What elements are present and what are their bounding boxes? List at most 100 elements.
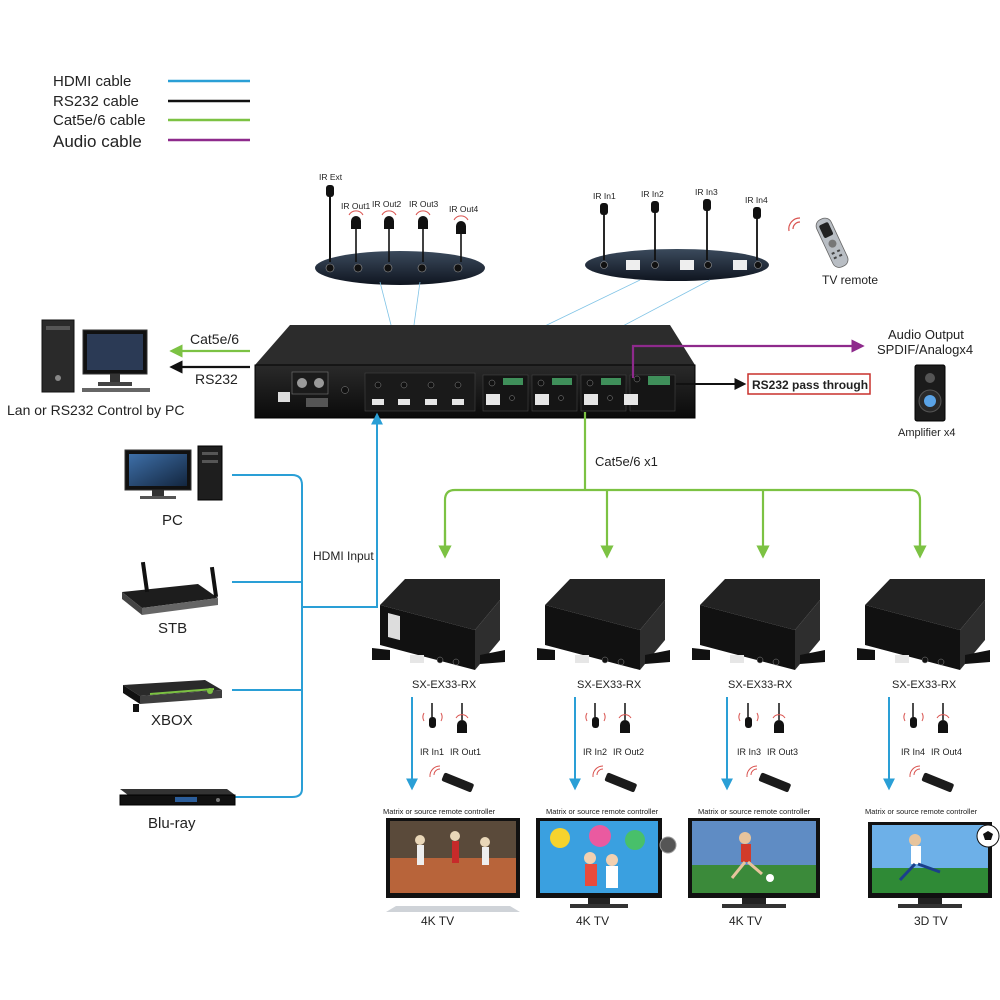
legend: HDMI cable RS232 cable Cat5e/6 cable Aud… <box>53 73 250 151</box>
audio-output-title-line2: SPDIF/Analogx4 <box>877 342 973 357</box>
ir-in4-sensor-icon <box>753 207 761 260</box>
receiver-3-ir-in-label: IR In3 <box>737 747 761 757</box>
legend-label-hdmi: HDMI cable <box>53 73 131 90</box>
receiver-4-ir-out-icon <box>936 703 950 733</box>
source-pc: PC <box>124 445 223 529</box>
receiver-1-controller-label: Matrix or source remote controller <box>383 807 496 816</box>
ir-in3-label: IR In3 <box>695 187 718 197</box>
matrix-top-face <box>255 325 695 365</box>
router-icon <box>122 561 219 615</box>
legend-label-audio: Audio cable <box>53 132 142 151</box>
bluray-player-icon <box>119 789 236 806</box>
receiver-2: SX-EX33-RX IR In2 IR Out2 Matrix or sour… <box>536 579 677 928</box>
ir-out1-emitter-icon <box>348 210 364 262</box>
hdmi-input-label: HDMI Input <box>313 549 374 563</box>
legend-label-cat: Cat5e/6 cable <box>53 112 146 129</box>
receiver-2-model: SX-EX33-RX <box>577 679 642 691</box>
xbox-console-icon <box>123 680 222 712</box>
receiver-3-controller-label: Matrix or source remote controller <box>698 807 811 816</box>
receiver-4-tv-label: 3D TV <box>914 914 948 928</box>
ir-in1-label: IR In1 <box>593 191 616 201</box>
receiver-3-ir-in-icon <box>738 703 759 728</box>
receiver-2-remote-icon <box>592 765 637 793</box>
receiver-3-ir-out-label: IR Out3 <box>767 747 798 757</box>
receiver-1-ir-in-label: IR In1 <box>420 747 444 757</box>
source-stb-label: STB <box>158 620 187 637</box>
receiver-4-model: SX-EX33-RX <box>892 679 957 691</box>
pc-rs232-label: RS232 <box>195 371 238 387</box>
receiver-2-ir-in-icon <box>585 703 606 728</box>
receiver-1-model: SX-EX33-RX <box>412 679 477 691</box>
tv-icon-4 <box>868 822 1000 908</box>
pc-control-caption: Lan or RS232 Control by PC <box>7 402 184 418</box>
legend-label-rs232: RS232 cable <box>53 93 139 110</box>
tv-remote-label: TV remote <box>822 273 878 287</box>
receiver-3-ir-out-icon <box>772 703 786 733</box>
receiver-2-ir-out-label: IR Out2 <box>613 747 644 757</box>
receiver-box-icon <box>537 579 670 670</box>
receiver-3-model: SX-EX33-RX <box>728 679 793 691</box>
ir-in-panel-ellipse <box>585 249 769 281</box>
receiver-3-remote-icon <box>746 765 791 793</box>
ir-out-panel-ellipse <box>315 251 485 285</box>
source-bluray: Blu-ray <box>119 789 236 832</box>
rs232-pass-label: RS232 pass through <box>752 378 868 392</box>
source-pc-label: PC <box>162 512 183 529</box>
receiver-3-tv-label: 4K TV <box>729 914 762 928</box>
ir-in3-sensor-icon <box>703 199 711 260</box>
tv-remote: TV remote <box>788 217 878 287</box>
source-stb: STB <box>122 561 219 637</box>
pc-control: Cat5e/6 RS232 Lan or RS232 Control by PC <box>7 319 250 418</box>
receiver-box-icon <box>372 579 505 670</box>
rs232-pass-box <box>747 373 871 395</box>
ir-in-panel: IR In1 IR In2 IR In3 IR In4 <box>585 187 769 281</box>
receiver-4: SX-EX33-RX IR In4 IR Out4 Matrix or sour… <box>857 579 1000 928</box>
ir-out2-label: IR Out2 <box>372 199 402 209</box>
audio-cable-arrow <box>631 339 865 378</box>
receiver-1-ir-out-label: IR Out1 <box>450 747 481 757</box>
receiver-4-controller-label: Matrix or source remote controller <box>865 807 978 816</box>
receiver-4-ir-in-label: IR In4 <box>901 747 925 757</box>
tv-icon-2 <box>536 818 677 908</box>
tv-icon-1 <box>386 818 520 912</box>
receiver-2-controller-label: Matrix or source remote controller <box>546 807 659 816</box>
matrix-output-blocks <box>482 374 676 412</box>
ir-ext-sensor-icon <box>326 185 334 262</box>
ir-out3-label: IR Out3 <box>409 199 439 209</box>
cat-distribution <box>438 412 927 559</box>
receiver-box-icon <box>692 579 825 670</box>
source-xbox-label: XBOX <box>151 712 193 729</box>
receiver-1-ir-in-icon <box>422 703 443 728</box>
pc-cat-label: Cat5e/6 <box>190 331 239 347</box>
ir-in2-label: IR In2 <box>641 189 664 199</box>
receiver-4-ir-in-icon <box>903 703 924 728</box>
ir-in4-label: IR In4 <box>745 195 768 205</box>
ir-out4-emitter-icon <box>453 215 469 262</box>
pc-icon <box>124 445 223 501</box>
ir-out2-emitter-icon <box>381 210 397 262</box>
ir-out3-emitter-icon <box>415 210 431 262</box>
receiver-4-ir-out-label: IR Out4 <box>931 747 962 757</box>
ir-out-panel: IR Ext IR Out1 IR Out2 IR Out3 IR Out4 <box>315 172 485 285</box>
rs232-pass-through: RS232 pass through <box>676 373 871 395</box>
desktop-computer-icon <box>41 319 150 393</box>
ir-in2-sensor-icon <box>651 201 659 260</box>
ir-in1-sensor-icon <box>600 203 608 260</box>
hdmi-matrix-unit <box>254 325 696 419</box>
audio-output: Audio Output SPDIF/Analogx4 Amplifier x4 <box>631 327 973 439</box>
receiver-3: SX-EX33-RX IR In3 IR Out3 Matrix or sour… <box>688 579 825 928</box>
amplifier-label: Amplifier x4 <box>898 427 955 439</box>
ir-ext-label: IR Ext <box>319 172 343 182</box>
source-xbox: XBOX <box>123 680 222 729</box>
source-bluray-label: Blu-ray <box>148 815 196 832</box>
receiver-1-ir-out-icon <box>455 703 469 733</box>
cat-x1-label: Cat5e/6 x1 <box>595 454 658 469</box>
receiver-4-remote-icon <box>909 765 954 793</box>
receiver-2-tv-label: 4K TV <box>576 914 609 928</box>
tv-remote-icon <box>788 217 849 268</box>
receiver-2-ir-in-label: IR In2 <box>583 747 607 757</box>
amplifier-speaker-icon <box>914 364 946 422</box>
receiver-2-ir-out-icon <box>618 703 632 733</box>
hdmi-input-bus <box>232 412 383 798</box>
